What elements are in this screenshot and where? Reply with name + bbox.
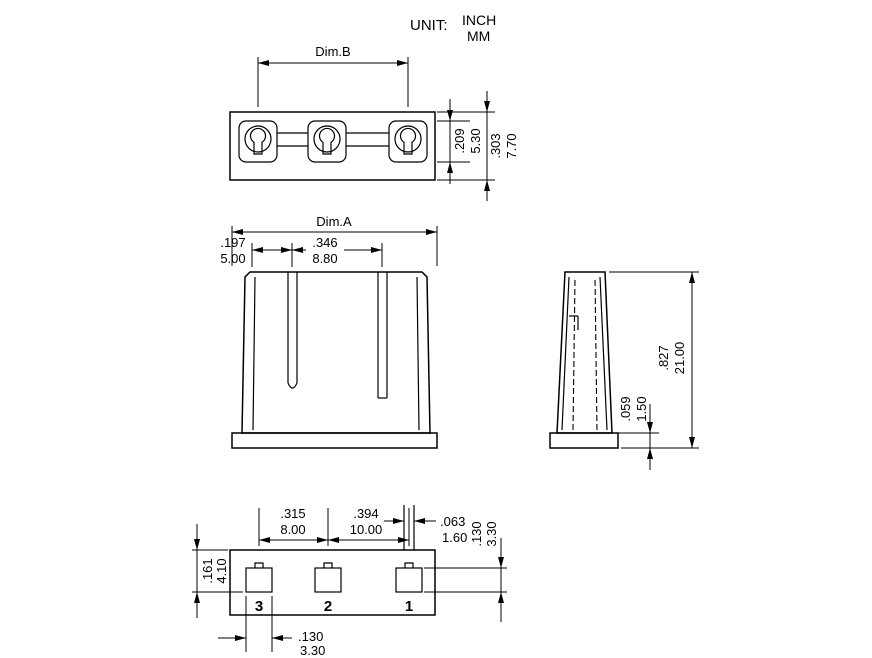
dim-height-overall: .303 7.70	[437, 91, 519, 201]
dim-197-inch: .197	[220, 235, 245, 250]
front-view: Dim.A .197 5.00 .346 8.80	[220, 214, 438, 449]
unit-note: UNIT: INCH MM	[410, 12, 496, 44]
bottom-view: 3 2 1 .315 8.00 .394 10.00 .063 1.60	[192, 505, 507, 658]
side-view-part	[549, 271, 619, 449]
dim-edge-pitch: .197 5.00	[220, 235, 293, 267]
dim-394-mm: 10.00	[350, 522, 383, 537]
dim-303-mm: 7.70	[504, 133, 519, 158]
dim-tab-width: .063 1.60	[384, 514, 467, 545]
dim-b: Dim.B	[257, 44, 409, 107]
dim-b-label: Dim.B	[315, 44, 350, 59]
dim-315-inch: .315	[280, 506, 305, 521]
dim-height-inner: .209 5.30	[437, 99, 483, 184]
dim-pitch-3-2: .315 8.00	[258, 506, 329, 546]
dim-edge-offset: .161 4.10	[192, 524, 243, 618]
dim-346-mm: 8.80	[312, 251, 337, 266]
top-view: Dim.B .209 5.30 .303 7.70	[229, 44, 519, 201]
keyhole-3	[399, 127, 417, 155]
dim-hole-width: .130 3.30	[218, 596, 325, 658]
dim-slot-pitch: .346 8.80	[292, 235, 383, 267]
dim-827-mm: 21.00	[672, 342, 687, 375]
dim-130-bottom-mm: 3.30	[300, 643, 325, 658]
dim-209-inch: .209	[452, 128, 467, 153]
dim-a: Dim.A	[231, 214, 438, 266]
dim-base-height: .059 1.50	[615, 396, 659, 470]
pin-cavity-1	[395, 567, 423, 593]
contact-circle-3	[394, 125, 422, 153]
bottom-view-part: 3 2 1	[229, 505, 436, 616]
front-view-part	[231, 271, 438, 449]
dim-161-mm: 4.10	[214, 558, 229, 583]
dim-pitch-2-1: .394 10.00	[328, 506, 410, 546]
pin-cavity-3	[245, 567, 273, 593]
pin-number-3: 3	[255, 598, 263, 615]
dim-303-inch: .303	[488, 133, 503, 158]
dim-a-label: Dim.A	[316, 214, 352, 229]
dim-059-mm: 1.50	[634, 396, 649, 421]
dim-130-right-inch: .130	[469, 521, 484, 546]
dim-394-inch: .394	[353, 506, 378, 521]
dim-209-mm: 5.30	[468, 128, 483, 153]
dim-161-inch: .161	[200, 558, 215, 583]
dim-hole-height: .130 3.30	[424, 521, 507, 622]
dim-197-mm: 5.00	[220, 251, 245, 266]
unit-inch: INCH	[462, 12, 496, 28]
dim-059-inch: .059	[618, 396, 633, 421]
top-view-part	[229, 111, 436, 181]
keyhole-1	[249, 127, 267, 155]
dim-130-bottom-inch: .130	[298, 629, 323, 644]
dim-063-inch: .063	[440, 514, 465, 529]
pin-cavity-2	[314, 567, 342, 593]
contact-circle-2	[313, 125, 341, 153]
keyhole-2	[318, 127, 336, 155]
unit-mm: MM	[467, 28, 490, 44]
side-view: .827 21.00 .059 1.50	[549, 271, 699, 470]
dim-346-inch: .346	[312, 235, 337, 250]
dim-130-right-mm: 3.30	[484, 521, 499, 546]
dim-315-mm: 8.00	[280, 522, 305, 537]
dim-overall-height: .827 21.00	[609, 271, 699, 449]
dim-827-inch: .827	[656, 345, 671, 370]
pin-number-1: 1	[405, 598, 413, 615]
dim-063-mm: 1.60	[442, 530, 467, 545]
contact-circle-1	[244, 125, 272, 153]
unit-label: UNIT:	[410, 17, 448, 34]
pin-number-2: 2	[324, 598, 332, 615]
